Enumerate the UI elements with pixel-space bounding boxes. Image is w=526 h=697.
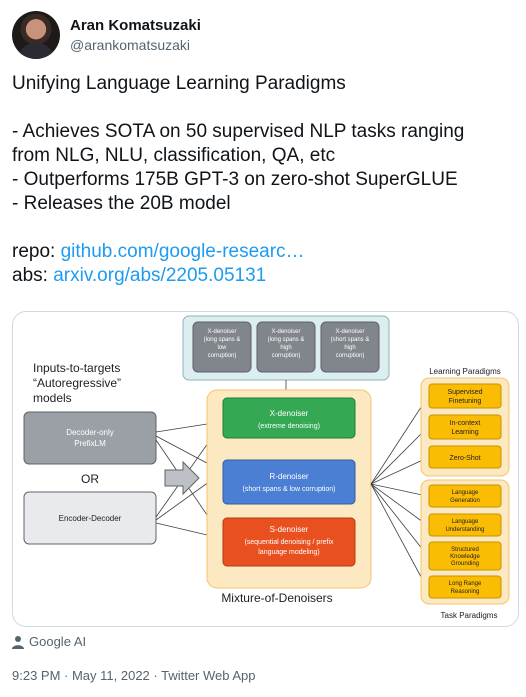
tweet-image[interactable]: Inputs-to-targets “Autoregressive” model…: [12, 311, 519, 627]
x-denoiser-small-box: [256, 321, 316, 373]
x-denoiser-title: X-denoiser: [270, 409, 309, 418]
small-box-label: X-denoiser: [207, 329, 236, 335]
encoder-decoder-label: Encoder-Decoder: [59, 514, 122, 523]
paradigm-label: Learning: [451, 429, 478, 436]
task-paradigms-title: Task Paradigms: [441, 611, 498, 620]
arrow: [370, 483, 428, 589]
decoder-only-label: PrefixLM: [74, 439, 106, 448]
small-box-label: (short spans &: [331, 337, 370, 343]
tweet-text: Unifying Language Learning Paradigms - A…: [12, 72, 517, 288]
paradigm-box: [428, 445, 502, 469]
block-arrow-icon: [164, 460, 200, 496]
arrow: [370, 397, 428, 485]
decoder-only-label: Decoder-only: [66, 428, 114, 437]
x-denoiser-small-box: [320, 321, 380, 373]
task-box: [428, 541, 502, 571]
small-box-label: X-denoiser: [335, 329, 364, 335]
blank-line: [12, 96, 517, 120]
paradigm-box: [428, 414, 502, 440]
tweet-meta[interactable]: 9:23 PM · May 11, 2022 · Twitter Web App: [12, 668, 256, 683]
task-label: Language: [452, 519, 479, 525]
small-box-label: corruption): [272, 353, 301, 359]
or-label: OR: [81, 472, 99, 486]
task-label: Understanding: [445, 527, 484, 533]
paradigm-label: In-context: [450, 420, 481, 427]
abs-line: abs: arxiv.org/abs/2205.05131: [12, 264, 517, 288]
s-denoiser-sub: language modeling): [258, 549, 320, 556]
task-label: Grounding: [451, 561, 479, 567]
r-denoiser-title: R-denoiser: [269, 472, 308, 481]
paradigm-label: Supervised: [447, 389, 482, 396]
s-denoiser-sub: (sequential denoising / prefix: [244, 539, 334, 546]
task-box: [428, 513, 502, 537]
source-label: Google AI: [29, 634, 87, 649]
small-box-label: (long spans &: [204, 337, 241, 343]
small-box-label: high: [280, 345, 291, 351]
x-denoiser-sub: (extreme denoising): [258, 423, 320, 430]
small-box-label: (long spans &: [268, 337, 305, 343]
s-denoiser-box: [222, 517, 356, 567]
paradigm-box: [428, 383, 502, 409]
x-denoiser-small-box: [192, 321, 252, 373]
r-denoiser-box: [222, 459, 356, 505]
encoder-decoder-box: [23, 491, 157, 545]
tweet-bullet: - Outperforms 175B GPT-3 on zero-shot Su…: [12, 169, 458, 190]
repo-label: repo:: [12, 241, 61, 262]
arrow: [370, 427, 428, 485]
task-label: Knowledge: [450, 554, 480, 560]
arrow: [370, 483, 428, 498]
small-box-label: corruption): [208, 353, 237, 359]
paradigm-label: Finetuning: [449, 398, 482, 405]
small-box-label: high: [344, 345, 355, 351]
abs-link[interactable]: arxiv.org/abs/2205.05131: [53, 265, 267, 286]
arrow: [370, 457, 428, 485]
small-box-label: low: [217, 345, 227, 351]
left-title-line: “Autoregressive”: [33, 376, 121, 390]
mixture-label: Mixture-of-Denoisers: [221, 591, 332, 605]
task-box: [428, 575, 502, 599]
arrow: [370, 483, 428, 526]
left-title-line: Inputs-to-targets: [33, 361, 120, 375]
author-names: Aran Komatsuzaki @arankomatsuzaki: [70, 16, 201, 54]
tweet-title: Unifying Language Learning Paradigms: [12, 73, 346, 94]
blank-line: [12, 216, 517, 240]
tweet-bullet: from NLG, NLU, classification, QA, etc: [12, 145, 336, 166]
task-label: Long Range: [449, 581, 482, 587]
task-box: [428, 484, 502, 508]
author-name[interactable]: Aran Komatsuzaki: [70, 17, 201, 34]
task-label: Reasoning: [451, 589, 480, 595]
paradigm-label: Zero-Shot: [449, 455, 480, 462]
repo-link[interactable]: github.com/google-researc…: [60, 241, 305, 262]
r-denoiser-sub: (short spans & low corruption): [243, 486, 336, 493]
author-handle[interactable]: @arankomatsuzaki: [70, 37, 191, 53]
avatar[interactable]: [12, 11, 60, 59]
arrow: [370, 483, 428, 556]
s-denoiser-title: S-denoiser: [270, 525, 309, 534]
abs-label: abs:: [12, 265, 54, 286]
left-title-line: models: [33, 391, 72, 405]
person-icon: [12, 635, 24, 649]
ul2-diagram: Inputs-to-targets “Autoregressive” model…: [23, 315, 510, 620]
small-box-label: X-denoiser: [271, 329, 300, 335]
tweet-bullet: - Releases the 20B model: [12, 193, 231, 214]
learning-paradigms-title: Learning Paradigms: [429, 367, 501, 376]
tweet-bullet: - Achieves SOTA on 50 supervised NLP tas…: [12, 121, 465, 142]
repo-line: repo: github.com/google-researc…: [12, 240, 517, 264]
task-label: Structured: [451, 547, 479, 553]
task-label: Generation: [450, 498, 480, 504]
small-box-label: corruption): [336, 353, 365, 359]
tweet-header: Aran Komatsuzaki @arankomatsuzaki: [12, 10, 201, 60]
decoder-only-box: [23, 411, 157, 465]
task-label: Language: [452, 490, 479, 496]
media-source[interactable]: Google AI: [12, 634, 86, 649]
x-denoiser-box: [222, 397, 356, 439]
